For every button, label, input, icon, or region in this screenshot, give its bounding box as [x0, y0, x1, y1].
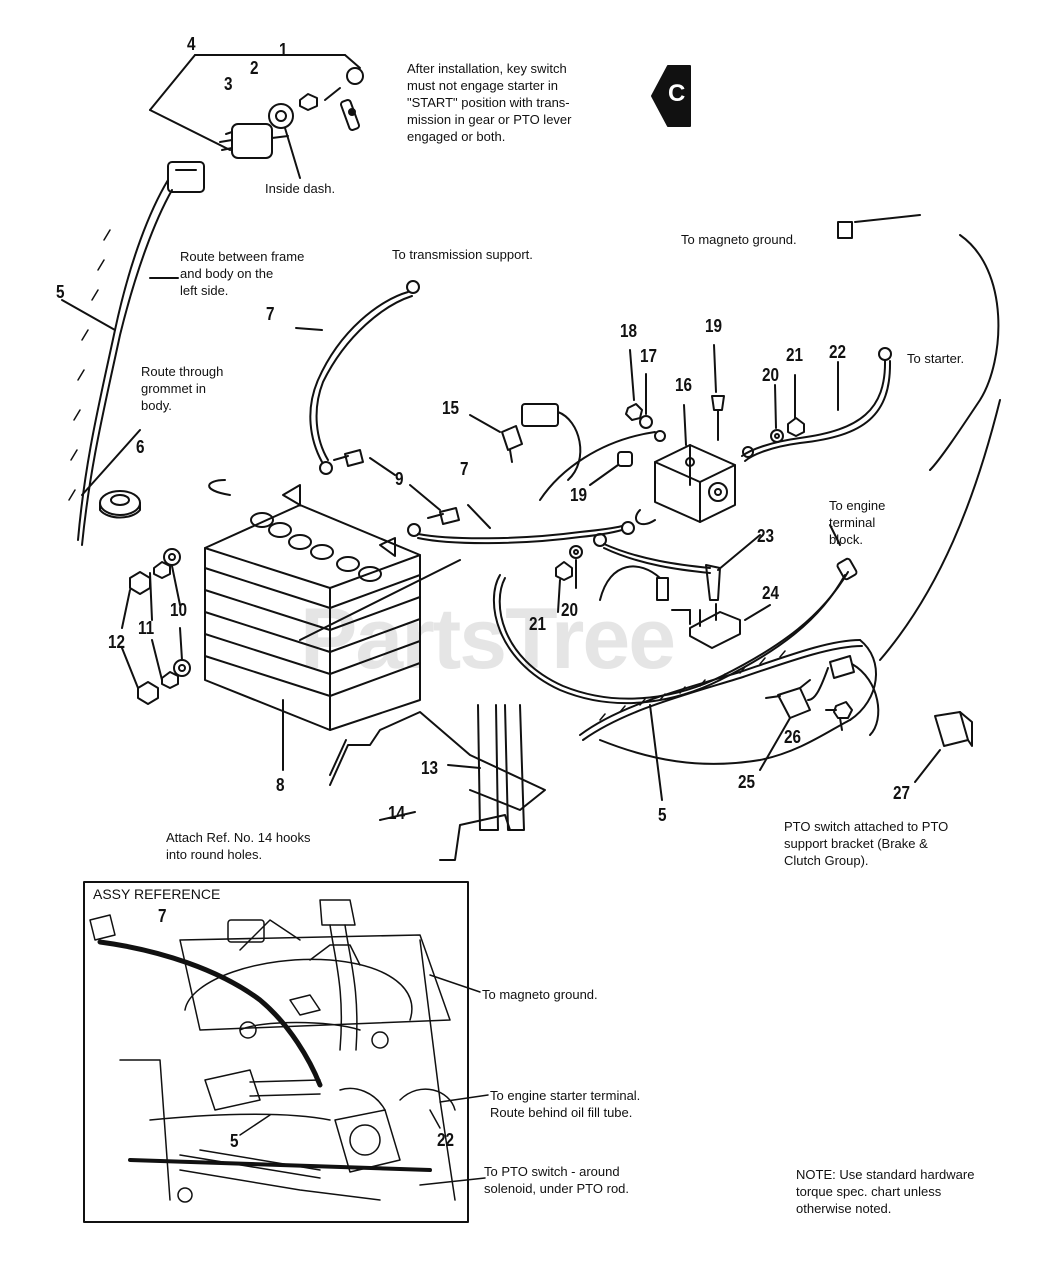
key-switch-note: After installation, key switch must not … — [407, 61, 572, 144]
harness-left-wire — [61, 179, 179, 546]
callout-5-assy: 5 — [230, 1131, 239, 1151]
callout-11: 11 — [138, 618, 155, 638]
callout-9: 9 — [395, 469, 404, 489]
route-frame-note: Route between frame and body on the left… — [180, 249, 305, 298]
pto-route-note: To PTO switch - around solenoid, under P… — [484, 1164, 630, 1196]
terminal-hardware — [121, 548, 191, 705]
terminal-block — [689, 603, 771, 649]
callout-5-main: 5 — [658, 805, 667, 825]
neutral-switch — [469, 403, 656, 501]
callout-5-left: 5 — [56, 282, 65, 302]
harness-main-wire — [492, 524, 877, 801]
callout-4: 4 — [187, 34, 196, 54]
callout-13: 13 — [421, 758, 439, 778]
section-badge-letter: C — [668, 80, 686, 107]
callout-12: 12 — [108, 632, 126, 652]
callout-19-lower: 19 — [570, 485, 588, 505]
battery-hold-down — [329, 704, 546, 861]
attach-hooks-note: Attach Ref. No. 14 hooks into round hole… — [166, 830, 311, 862]
bolts — [333, 449, 460, 525]
assy-reference-frame — [83, 881, 489, 1223]
lower-terminal-hardware — [555, 533, 761, 625]
callout-14: 14 — [388, 803, 406, 823]
key-switch-assembly — [149, 54, 364, 193]
callout-7-assy: 7 — [158, 906, 167, 926]
callout-1: 1 — [279, 40, 288, 60]
callout-27: 27 — [893, 783, 911, 803]
callout-25: 25 — [738, 772, 756, 792]
callout-8: 8 — [276, 775, 285, 795]
battery-cable-middle — [299, 504, 635, 641]
to-engine-block-note: To engine terminal block. — [829, 498, 886, 547]
callout-18: 18 — [620, 321, 638, 341]
callout-24: 24 — [762, 583, 780, 603]
starter-solenoid — [617, 404, 736, 526]
callout-3: 3 — [224, 74, 233, 94]
callout-7-middle: 7 — [460, 459, 469, 479]
to-magneto-top-note: To magneto ground. — [681, 232, 797, 247]
callout-7-top: 7 — [266, 304, 275, 324]
solenoid-hardware — [589, 344, 725, 486]
callout-17: 17 — [640, 346, 658, 366]
hardware-note: NOTE: Use standard hardware torque spec.… — [796, 1167, 975, 1216]
callout-16: 16 — [675, 375, 693, 395]
route-grommet-note: Route through grommet in body. — [141, 364, 224, 413]
to-starter-note: To starter. — [907, 351, 965, 366]
starter-cable — [741, 214, 1001, 661]
ground-cable-top — [295, 280, 420, 475]
callout-20-top: 20 — [762, 365, 780, 385]
pto-switch-parts — [759, 655, 973, 783]
callout-6: 6 — [136, 437, 145, 457]
section-badge-arrow — [651, 65, 691, 127]
callout-22-assy: 22 — [437, 1130, 455, 1150]
assy-reference-title: ASSY REFERENCE — [93, 886, 221, 902]
callout-26: 26 — [784, 727, 802, 747]
callout-21-top: 21 — [786, 345, 804, 365]
callout-22-top: 22 — [829, 342, 847, 362]
callout-15: 15 — [442, 398, 460, 418]
to-magneto-assy-note: To magneto ground. — [482, 987, 598, 1002]
to-transmission-note: To transmission support. — [392, 247, 533, 262]
callout-21-lower: 21 — [529, 614, 547, 634]
callout-23: 23 — [757, 526, 775, 546]
callout-19-top: 19 — [705, 316, 723, 336]
engine-starter-note: To engine starter terminal. Route behind… — [490, 1088, 641, 1120]
callout-20-lower: 20 — [561, 600, 579, 620]
grommet — [99, 490, 141, 519]
callout-10: 10 — [170, 600, 188, 620]
battery — [204, 479, 421, 771]
pto-switch-note: PTO switch attached to PTO support brack… — [784, 819, 949, 868]
callout-2: 2 — [250, 58, 259, 78]
inside-dash-note: Inside dash. — [265, 181, 336, 196]
